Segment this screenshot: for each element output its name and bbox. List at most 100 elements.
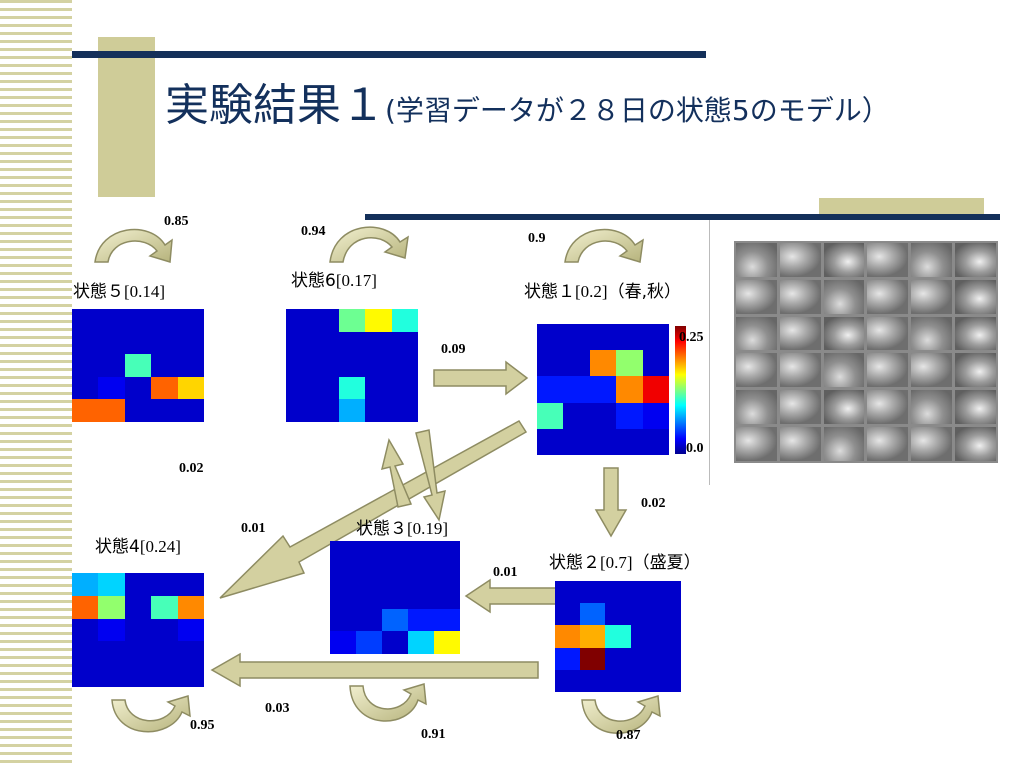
heatmap-cell — [177, 641, 204, 665]
heatmap-cell — [391, 354, 418, 377]
title-rule — [72, 51, 706, 58]
heatmap-cell — [382, 563, 408, 587]
heatmap-cell — [286, 331, 313, 355]
satellite-image-tile — [911, 427, 953, 461]
self-loop-arrow-s1 — [564, 228, 644, 263]
state-label-s4: 状態4[0.24] — [95, 537, 181, 557]
heatmap-cell — [563, 324, 590, 351]
heatmap-cell — [124, 399, 152, 422]
self-prob-s5: 0.85 — [164, 214, 189, 229]
heatmap-cell — [338, 309, 366, 332]
satellite-image-tile — [955, 353, 996, 388]
heatmap-cell — [330, 608, 356, 632]
self-loop-arrow-s3 — [349, 683, 427, 722]
heatmap-cell — [365, 399, 392, 422]
left-striped-bar — [0, 0, 72, 768]
heatmap-cell — [630, 603, 656, 626]
heatmap-cell — [642, 324, 669, 351]
heatmap-cell — [356, 563, 382, 587]
heatmap-cell — [365, 354, 392, 377]
heatmap-grid — [555, 581, 681, 692]
heatmap-cell — [338, 354, 366, 377]
satellite-image-tile — [867, 427, 909, 461]
heatmap-cell — [330, 586, 356, 609]
title-main: 実験結果１ — [165, 80, 385, 131]
heatmap-cell — [338, 331, 366, 355]
heatmap-cell — [98, 618, 125, 642]
title-accent-block — [98, 37, 155, 197]
heatmap-cell — [151, 399, 178, 422]
heatmap-cell — [642, 402, 669, 429]
heatmap-cell — [330, 541, 356, 564]
heatmap-cell — [312, 399, 339, 422]
heatmap-cell — [605, 603, 631, 626]
heatmap-cell — [124, 309, 152, 332]
heatmap-cell — [408, 541, 434, 564]
heatmap-cell — [642, 376, 669, 403]
heatmap-cell — [98, 376, 125, 400]
heatmap-cell — [98, 331, 125, 355]
heatmap-cell — [589, 428, 617, 455]
satellite-image-tile — [736, 279, 777, 314]
heatmap-cell — [563, 402, 590, 429]
heatmap-cell — [72, 354, 99, 377]
heatmap-cell — [537, 350, 564, 377]
heatmap-s4 — [72, 573, 204, 687]
heatmap-cell — [124, 331, 152, 355]
heatmap-cell — [382, 631, 408, 654]
satellite-image-tile — [867, 390, 909, 425]
satellite-image-tile — [911, 353, 953, 388]
heatmap-cell — [124, 573, 152, 596]
satellite-image-tile — [911, 279, 953, 314]
heatmap-cell — [580, 647, 606, 670]
colorbar-min-label: 0.0 — [686, 441, 704, 456]
heatmap-cell — [177, 399, 204, 422]
heatmap-grid — [72, 573, 204, 687]
heatmap-cell — [408, 563, 434, 587]
slide-title: 実験結果１(学習データが２８日の状態5のモデル） — [165, 80, 965, 133]
right-accent-block — [819, 198, 984, 216]
heatmap-cell — [655, 669, 681, 692]
colorbar-max-label: 0.25 — [679, 330, 704, 345]
heatmap-cell — [605, 669, 631, 692]
heatmap-cell — [589, 350, 617, 377]
heatmap-cell — [312, 331, 339, 355]
arrow-s3-to-s6 — [380, 438, 413, 508]
satellite-image-tile — [823, 427, 865, 461]
self-loop-arrow-s5 — [94, 228, 173, 263]
self-prob-s4: 0.95 — [190, 718, 215, 733]
heatmap-cell — [555, 669, 581, 692]
heatmap-cell — [434, 608, 460, 632]
satellite-image-tile — [823, 279, 865, 314]
heatmap-s6 — [286, 309, 418, 422]
heatmap-cell — [72, 573, 99, 596]
heatmap-cell — [642, 428, 669, 455]
heatmap-cell — [177, 376, 204, 400]
arrow-s1-to-s2 — [594, 467, 628, 538]
heatmap-cell — [555, 603, 581, 626]
heatmap-cell — [312, 309, 339, 332]
heatmap-cell — [391, 376, 418, 400]
satellite-image-tile — [736, 427, 777, 461]
arrow-s1-to-s4 — [219, 420, 528, 599]
heatmap-cell — [434, 631, 460, 654]
state-label-s3: 状態３[0.19] — [356, 519, 449, 539]
heatmap-cell — [605, 581, 631, 604]
heatmap-cell — [98, 573, 125, 596]
satellite-image-grid — [734, 241, 998, 463]
self-prob-s3: 0.91 — [421, 727, 446, 742]
heatmap-cell — [151, 331, 178, 355]
state-label-s2: 状態２[0.7]（盛夏） — [549, 553, 701, 573]
heatmap-s5 — [72, 309, 204, 422]
heatmap-cell — [338, 399, 366, 422]
prob-s6-s1: 0.09 — [441, 342, 466, 357]
heatmap-cell — [356, 631, 382, 654]
heatmap-cell — [177, 618, 204, 642]
satellite-image-tile — [867, 243, 909, 277]
heatmap-cell — [365, 331, 392, 355]
heatmap-cell — [655, 581, 681, 604]
self-loop-arrow-s6 — [329, 226, 409, 263]
satellite-image-tile — [736, 353, 777, 388]
heatmap-cell — [177, 573, 204, 596]
